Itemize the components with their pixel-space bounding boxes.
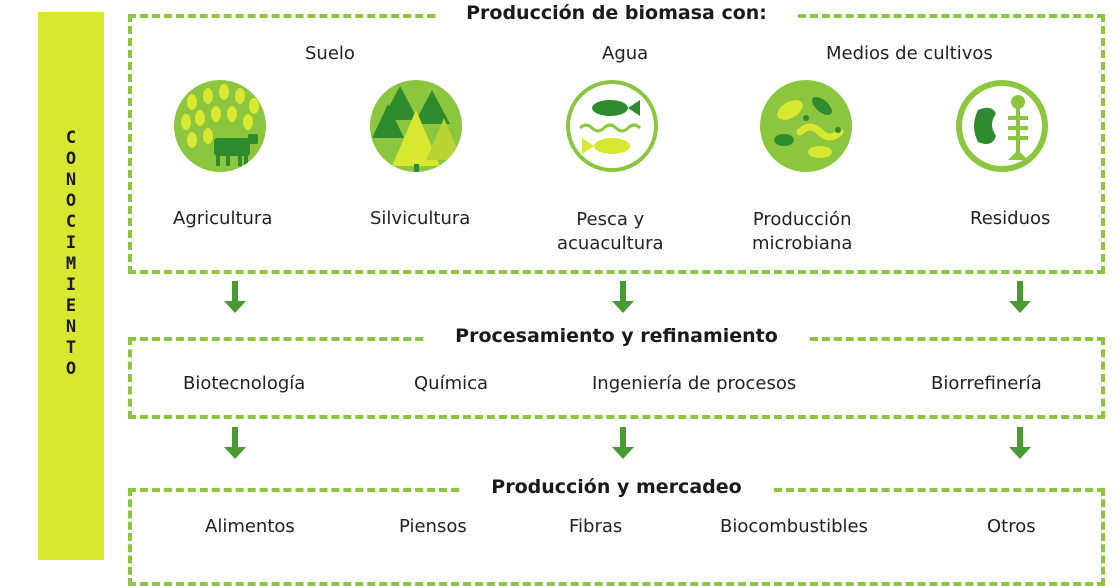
- sidebar-letter: T: [65, 338, 77, 358]
- forest-icon: [370, 80, 462, 172]
- down-arrow-icon: [1009, 281, 1031, 313]
- sidebar-letter: C: [65, 212, 77, 232]
- market-fibers: Fibras: [569, 516, 623, 537]
- sidebar-letter: O: [65, 359, 77, 379]
- market-feed: Piensos: [399, 516, 467, 537]
- down-arrow-icon: [224, 281, 246, 313]
- agriculture-label: Agricultura: [173, 208, 273, 229]
- sidebar-letter: C: [65, 128, 77, 148]
- processing-title-wrap: Procesamiento y refinamiento: [132, 325, 1101, 347]
- biomass-production-title: Producción de biomasa con:: [438, 2, 795, 24]
- processing-chemistry: Química: [414, 373, 489, 394]
- waste-label: Residuos: [970, 208, 1051, 229]
- sidebar-letter: M: [65, 254, 77, 274]
- sidebar-letter: I: [65, 275, 77, 295]
- knowledge-sidebar: C O N O C I M I E N T O: [38, 12, 104, 560]
- biomass-production-box: Producción de biomasa con:: [128, 2, 1105, 274]
- down-arrow-icon: [1009, 427, 1031, 459]
- sidebar-letter: I: [65, 233, 77, 253]
- processing-biorefinery: Biorrefinería: [931, 373, 1042, 394]
- forestry-label: Silvicultura: [370, 208, 471, 229]
- sidebar-vertical-text: C O N O C I M I E N T O: [38, 128, 104, 380]
- microbe-icon: [760, 80, 852, 172]
- sidebar-letter: E: [65, 296, 77, 316]
- sidebar-letter: N: [65, 170, 77, 190]
- microbial-label: Producción microbiana: [752, 209, 853, 254]
- sidebar-letter: O: [65, 191, 77, 211]
- fish-icon: [566, 80, 658, 172]
- market-food: Alimentos: [205, 516, 295, 537]
- down-arrow-icon: [612, 427, 634, 459]
- market-biofuels: Biocombustibles: [720, 516, 868, 537]
- down-arrow-icon: [224, 427, 246, 459]
- sidebar-letter: O: [65, 149, 77, 169]
- category-soil: Suelo: [305, 43, 355, 64]
- fishing-label: Pesca y acuacultura: [557, 209, 664, 254]
- marketing-title: Producción y mercadeo: [463, 476, 770, 498]
- processing-biotech: Biotecnología: [183, 373, 306, 394]
- category-culture-media: Medios de cultivos: [826, 43, 993, 64]
- processing-engineering: Ingeniería de procesos: [592, 373, 797, 394]
- marketing-title-wrap: Producción y mercadeo: [132, 476, 1101, 498]
- waste-icon: [956, 80, 1048, 172]
- down-arrow-icon: [612, 281, 634, 313]
- processing-box: Procesamiento y refinamiento: [128, 325, 1105, 419]
- category-water: Agua: [602, 43, 649, 64]
- processing-title: Procesamiento y refinamiento: [427, 325, 806, 347]
- marketing-box: Producción y mercadeo: [128, 476, 1105, 586]
- market-others: Otros: [987, 516, 1036, 537]
- biomass-production-title-wrap: Producción de biomasa con:: [132, 2, 1101, 24]
- agriculture-icon: [174, 80, 266, 172]
- sidebar-letter: N: [65, 317, 77, 337]
